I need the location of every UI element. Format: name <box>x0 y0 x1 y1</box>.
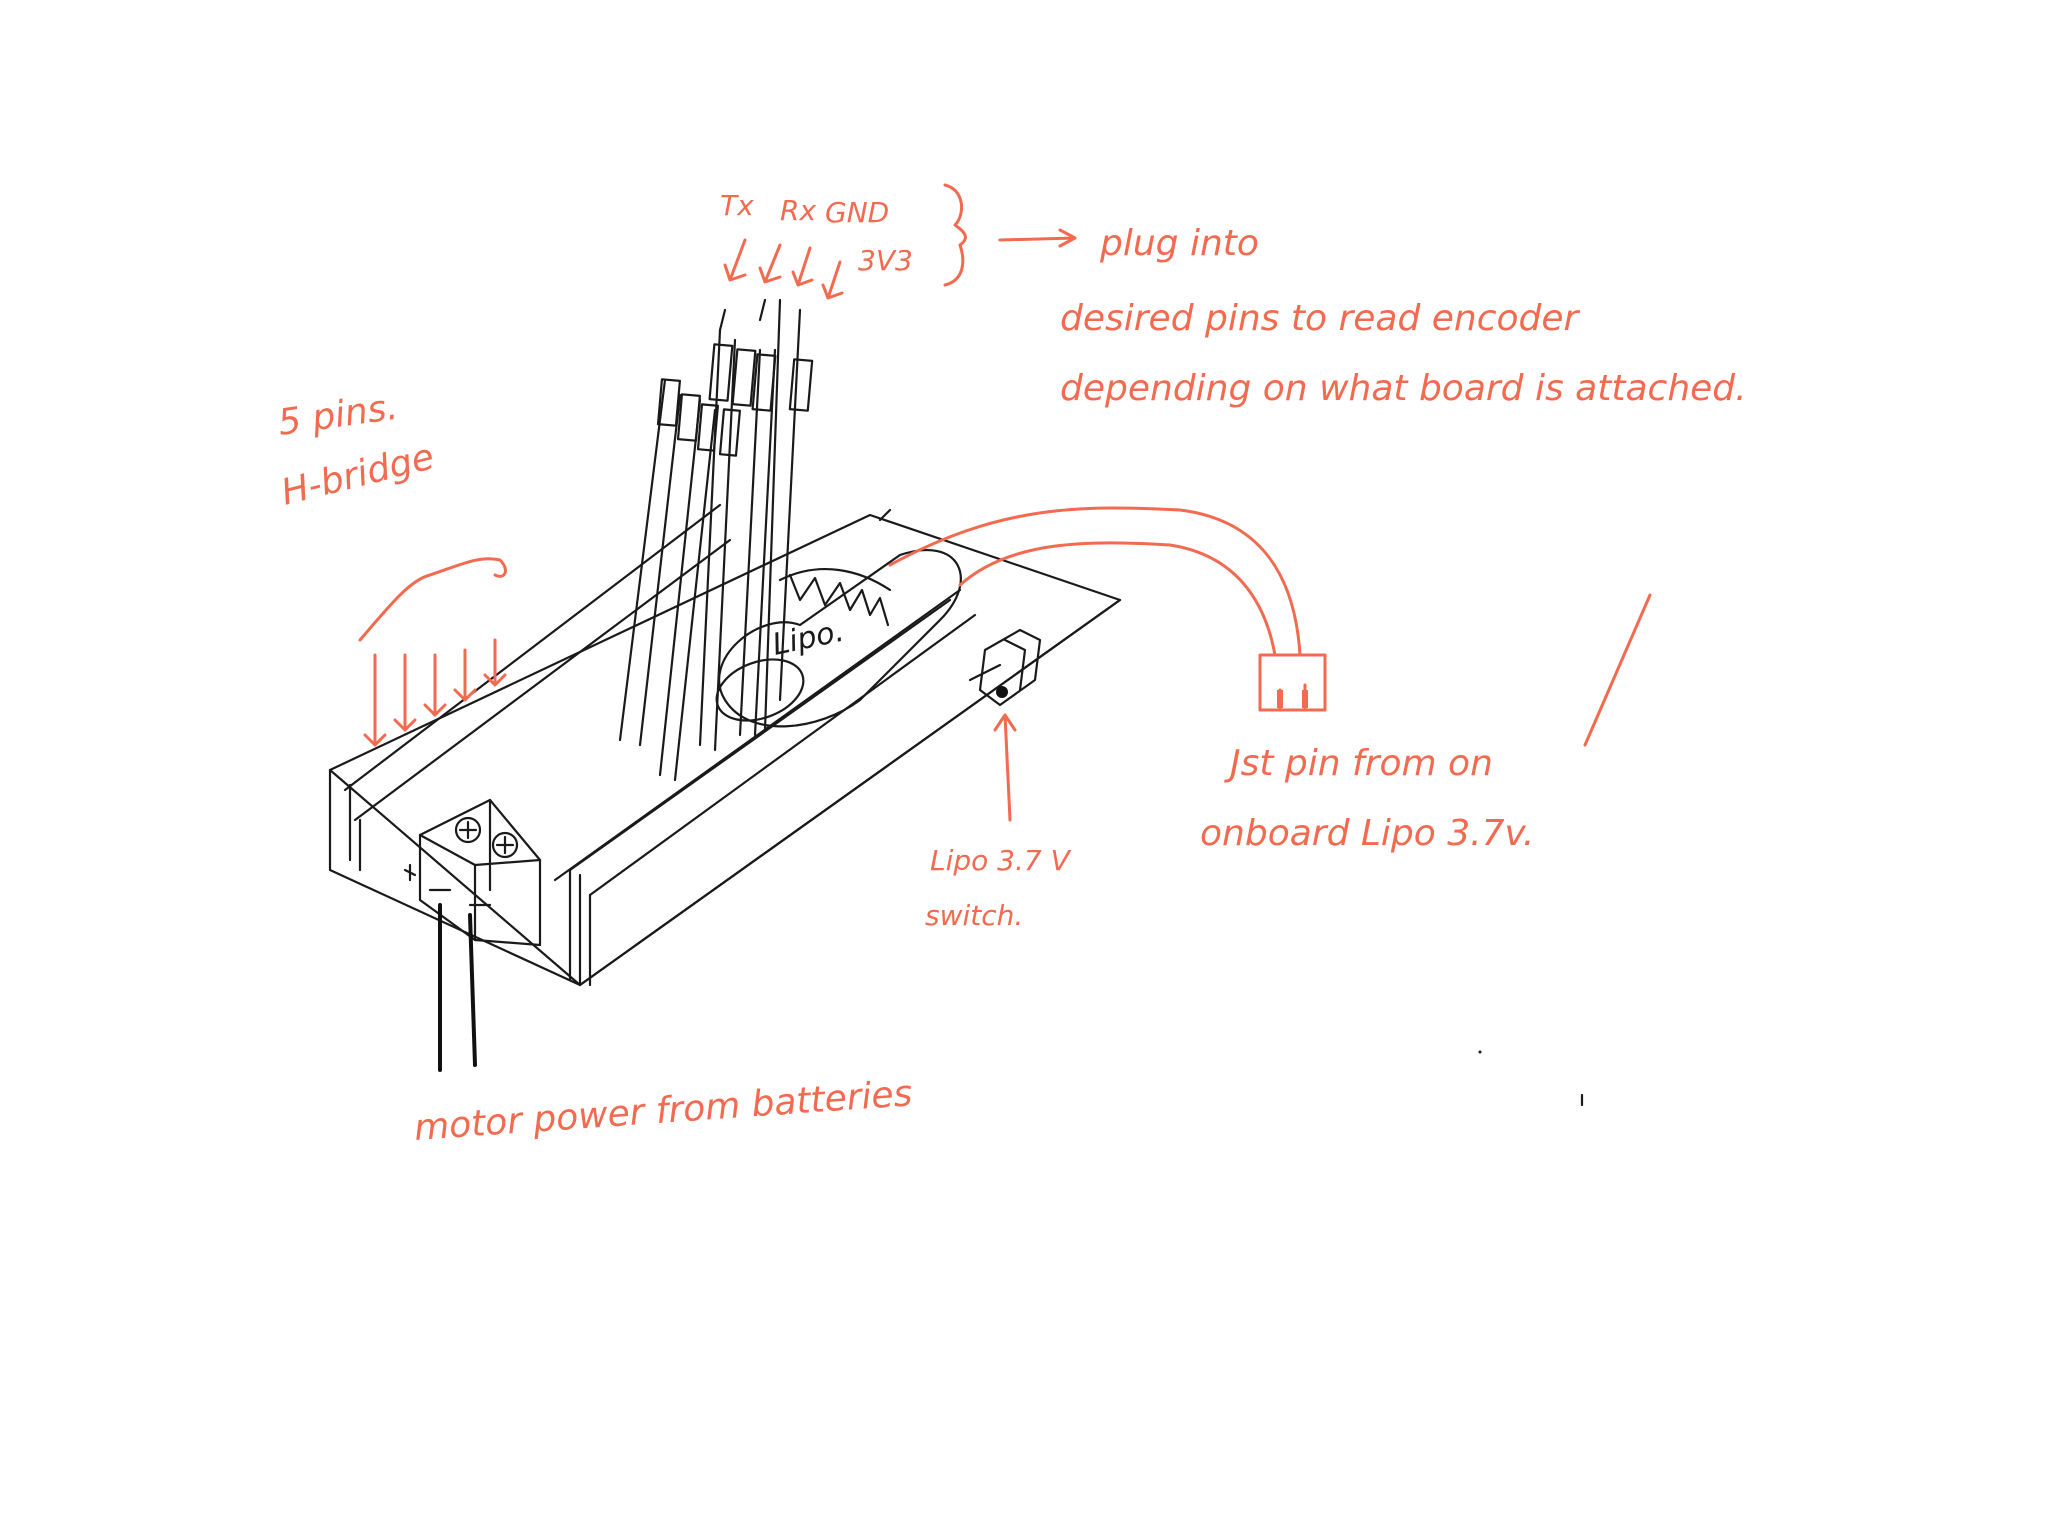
h-bridge-pins-label: 5 pins. <box>276 387 401 444</box>
pin-3v3-label: 3V3 <box>858 244 913 277</box>
switch-line2-label: switch. <box>925 899 1023 932</box>
h-bridge-label: H-bridge <box>277 436 438 513</box>
arrow-up-icon <box>995 715 1015 820</box>
terminal-block <box>405 800 540 1070</box>
plug-into-label: plug into <box>1099 223 1259 264</box>
jst-line1-label: Jst pin from on <box>1224 743 1493 784</box>
arrow-down-icon <box>793 248 812 285</box>
h-bridge-annotation: 5 pins. H-bridge <box>276 387 506 745</box>
arrow-down-icon <box>455 650 475 700</box>
arrow-down-icon <box>425 655 445 715</box>
header-wires <box>620 300 812 780</box>
plug-line3-label: depending on what board is attached. <box>1060 368 1747 409</box>
arrow-down-icon <box>485 640 505 685</box>
jst-annotation: Jst pin from on onboard Lipo 3.7v. <box>1200 743 1534 854</box>
arrow-down-icon <box>760 245 780 282</box>
motor-power-label: motor power from batteries <box>413 1073 914 1149</box>
stray-dot <box>1479 1051 1482 1054</box>
switch-annotation: Lipo 3.7 V switch. <box>925 715 1072 932</box>
motor-power-annotation: motor power from batteries <box>413 1073 914 1149</box>
arrow-down-icon <box>395 655 415 730</box>
arrow-down-icon <box>823 262 842 298</box>
pin-gnd-label: GND <box>825 196 889 229</box>
stray-stroke <box>1585 595 1650 745</box>
plug-line2-label: desired pins to read encoder <box>1060 298 1581 339</box>
lipo-battery: Lipo. <box>708 550 961 732</box>
arrow-down-icon <box>725 240 745 280</box>
lipo-label: Lipo. <box>769 614 847 663</box>
pin-rx-label: Rx <box>780 194 816 227</box>
switch-line1-label: Lipo 3.7 V <box>930 844 1072 877</box>
serial-pins-annotation: Tx Rx GND 3V3 plug into desired pins to … <box>720 185 1747 409</box>
arrow-right-icon <box>1000 230 1075 246</box>
pin-tx-label: Tx <box>720 189 754 222</box>
jst-line2-label: onboard Lipo 3.7v. <box>1200 813 1534 854</box>
lipo-switch <box>970 630 1040 705</box>
arrow-down-icon <box>365 655 385 745</box>
